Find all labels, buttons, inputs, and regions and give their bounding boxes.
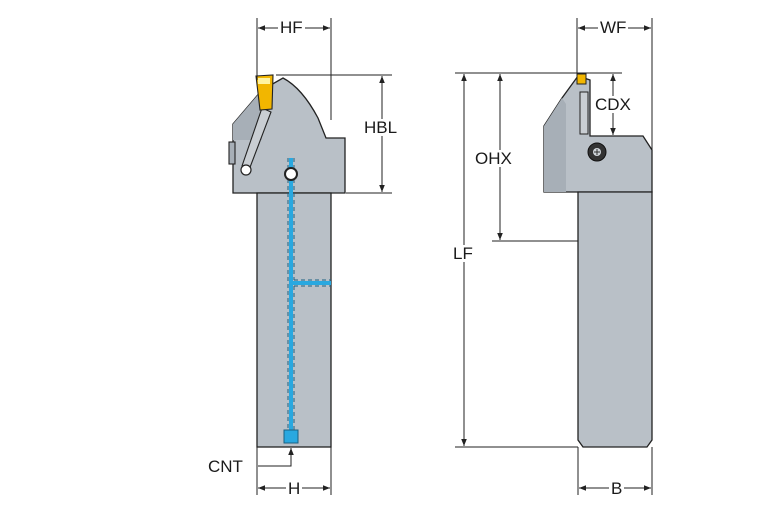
dimension-label-h: H: [286, 479, 303, 498]
coolant-channel: [289, 158, 331, 433]
left-view-lug: [228, 141, 236, 165]
dimension-label-wf: WF: [598, 18, 629, 37]
coolant-outlet: [284, 167, 298, 181]
dimension-label-cnt: CNT: [208, 457, 243, 476]
dimension-label-hbl: HBL: [362, 118, 400, 137]
dimension-label-b: B: [609, 479, 625, 498]
right-view: [543, 73, 653, 448]
clamp-screw: [240, 164, 252, 176]
dimension-label-hf: HF: [278, 18, 305, 37]
coolant-inlet: [283, 429, 299, 444]
dimension-label-lf: LF: [451, 244, 475, 263]
right-view-shank: [577, 191, 653, 448]
dimension-label-cdx: CDX: [593, 95, 633, 114]
right-insert: [576, 73, 587, 85]
left-view: [228, 74, 346, 448]
dimension-label-ohx: OHX: [473, 149, 514, 168]
